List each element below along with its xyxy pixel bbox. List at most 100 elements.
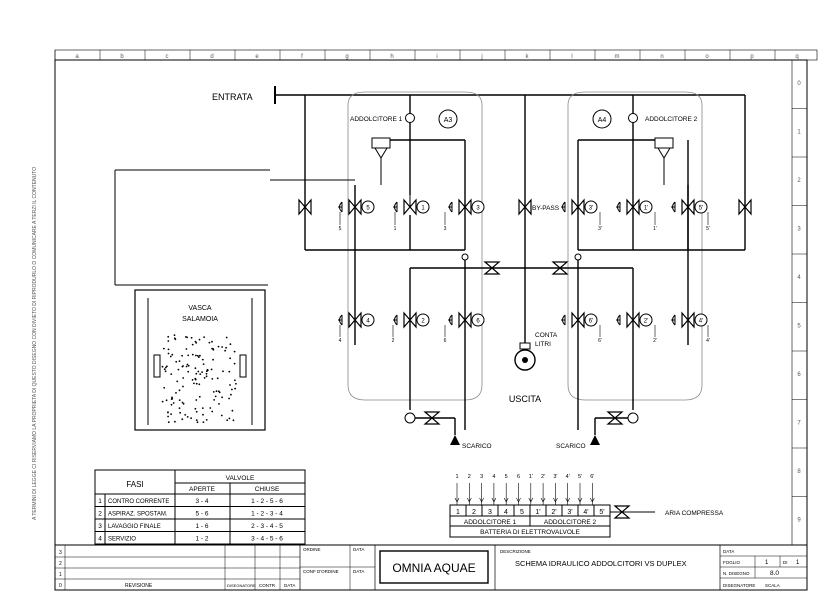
title-block: OMNIA AQUAE DESCRIZIONE SCHEMA IDRAULICO… [54, 544, 808, 591]
valve-number: 4 [366, 318, 370, 324]
data-label-3: DATA [284, 583, 295, 588]
ordine-label: ORDINE [303, 547, 321, 552]
foglio-label: FOGLIO [723, 560, 741, 565]
sample-point-2 [627, 412, 639, 424]
n-disegno-label: N. DISEGNO [723, 571, 750, 576]
fase-number: 1 [98, 498, 102, 505]
battery-signal-number: 4' [566, 474, 570, 480]
battery-signal-number: 3 [480, 474, 483, 480]
sample-point-1 [404, 412, 416, 424]
pneumatic-valve-6: 5'5' [671, 189, 710, 232]
grid-col-f: f [301, 54, 303, 60]
grid-col-g: g [345, 54, 348, 60]
grid-row-5: 5 [797, 324, 801, 330]
grid-row-9: 9 [797, 518, 801, 524]
company-name: OMNIA AQUAE [392, 561, 475, 575]
grid-row-0: 0 [797, 81, 801, 87]
addolcitore-2-label: ADDOLCITORE 2 [645, 116, 698, 123]
drawing-description: SCHEMA IDRAULICO ADDOLCITORI VS DUPLEX [515, 559, 687, 568]
battery-group-2: ADDOLCITORE 2 [544, 519, 597, 526]
grid-col-e: e [255, 54, 259, 60]
grid-col-k: k [526, 54, 530, 60]
battery-cell: 3' [567, 509, 572, 516]
fase-name: CONTRO CORRENTE [108, 499, 169, 505]
signal-label: 5 [339, 226, 342, 232]
grid-col-d: d [210, 54, 213, 60]
battery-cell: 5' [599, 509, 604, 516]
litri-label: LITRI [535, 341, 551, 348]
valvole-header: VALVOLE [226, 475, 255, 482]
pneumatic-valve-11: 2'2' [616, 302, 657, 344]
grid-col-j: j [480, 54, 482, 60]
fase-aperte: 5 - 6 [195, 511, 208, 518]
signal-label: 2 [392, 338, 395, 344]
battery-group-1: ADDOLCITORE 1 [464, 519, 517, 526]
conta-label: CONTA [535, 332, 558, 339]
battery-cell: 1' [535, 509, 540, 516]
injector-2 [654, 137, 674, 149]
signal-label: 4 [339, 338, 342, 344]
fase-aperte: 1 - 6 [195, 523, 208, 530]
entrata-label: ENTRATA [212, 92, 253, 102]
signal-label: 2' [653, 338, 657, 344]
battery-signal-number: 5' [578, 474, 582, 480]
grid-row-8: 8 [797, 469, 801, 475]
pneumatic-valve-9: 66 [444, 302, 485, 344]
grid-col-l: l [571, 54, 572, 60]
grid-col-n: n [660, 54, 663, 60]
revisione-label: REVISIONE [125, 583, 153, 589]
salt-dots [161, 334, 237, 424]
chiuse-header: CHIUSE [255, 486, 280, 493]
gauge-1 [405, 113, 415, 123]
data-label-2: DATA [353, 569, 364, 574]
grid-row-7: 7 [797, 421, 801, 427]
contr-label: CONTR [259, 583, 276, 588]
signal-label: 4' [706, 338, 710, 344]
pneumatic-valve-2: 11 [393, 189, 430, 232]
grid-col-o: o [705, 54, 709, 60]
pneumatic-valve-8: 22 [392, 302, 430, 344]
pneumatic-valve-4: 3'3' [561, 189, 602, 232]
gauge-2 [628, 113, 638, 123]
valve-number: 3' [589, 205, 593, 211]
pneumatic-valve-1: 55 [338, 189, 375, 232]
battery-signal-number: 2' [541, 474, 545, 480]
grid-row-4: 4 [797, 275, 801, 281]
valve-number: 1 [421, 205, 425, 211]
legal-side-note: A TERMINI DI LEGGE CI RISERVIAMO LA PROP… [32, 167, 38, 520]
fase-chiuse: 1 - 2 - 5 - 6 [251, 498, 283, 505]
battery-cell: 3 [488, 509, 492, 516]
fase-number: 4 [98, 536, 102, 543]
signal-label: 6' [598, 338, 602, 344]
pneumatic-valve-3: 33 [444, 189, 485, 232]
uscita-label: USCITA [509, 394, 541, 404]
disegnatore-label: DISEGNATORE [227, 583, 256, 588]
grid-col-m: m [615, 54, 620, 60]
fase-name: ASPIRAZ. SPOSTAM. [108, 512, 168, 518]
grid-col-h: h [390, 54, 393, 60]
battery-signal-number: 5 [505, 474, 508, 480]
fase-aperte: 1 - 2 [195, 536, 208, 543]
grid-row-6: 6 [797, 372, 801, 378]
revision-number: 1 [59, 572, 62, 578]
fase-name: SERVIZIO [108, 537, 136, 543]
grid-col-p: p [750, 54, 754, 60]
battery-caption: BATTERIA DI ELETTROVALVOLE [480, 529, 580, 536]
tag-a4-label: A4 [598, 117, 607, 124]
descrizione-label: DESCRIZIONE [500, 549, 531, 554]
foglio-value: 1 [765, 560, 769, 566]
tag-a4 [592, 109, 612, 129]
revision-number: 3 [59, 550, 62, 556]
grid-row-3: 3 [797, 227, 801, 233]
softener-tank-1 [347, 91, 483, 401]
pneumatic-valve-5: 1'1' [616, 189, 657, 232]
pneumatic-valve-12: 4'4' [671, 302, 710, 344]
signal-label: 3 [444, 226, 447, 232]
valve-number: 3 [476, 205, 480, 211]
valve-number: 2 [421, 318, 425, 324]
salamoia-label: SALAMOIA [182, 316, 218, 323]
aria-compressa-label: ARIA COMPRESSA [665, 510, 724, 517]
